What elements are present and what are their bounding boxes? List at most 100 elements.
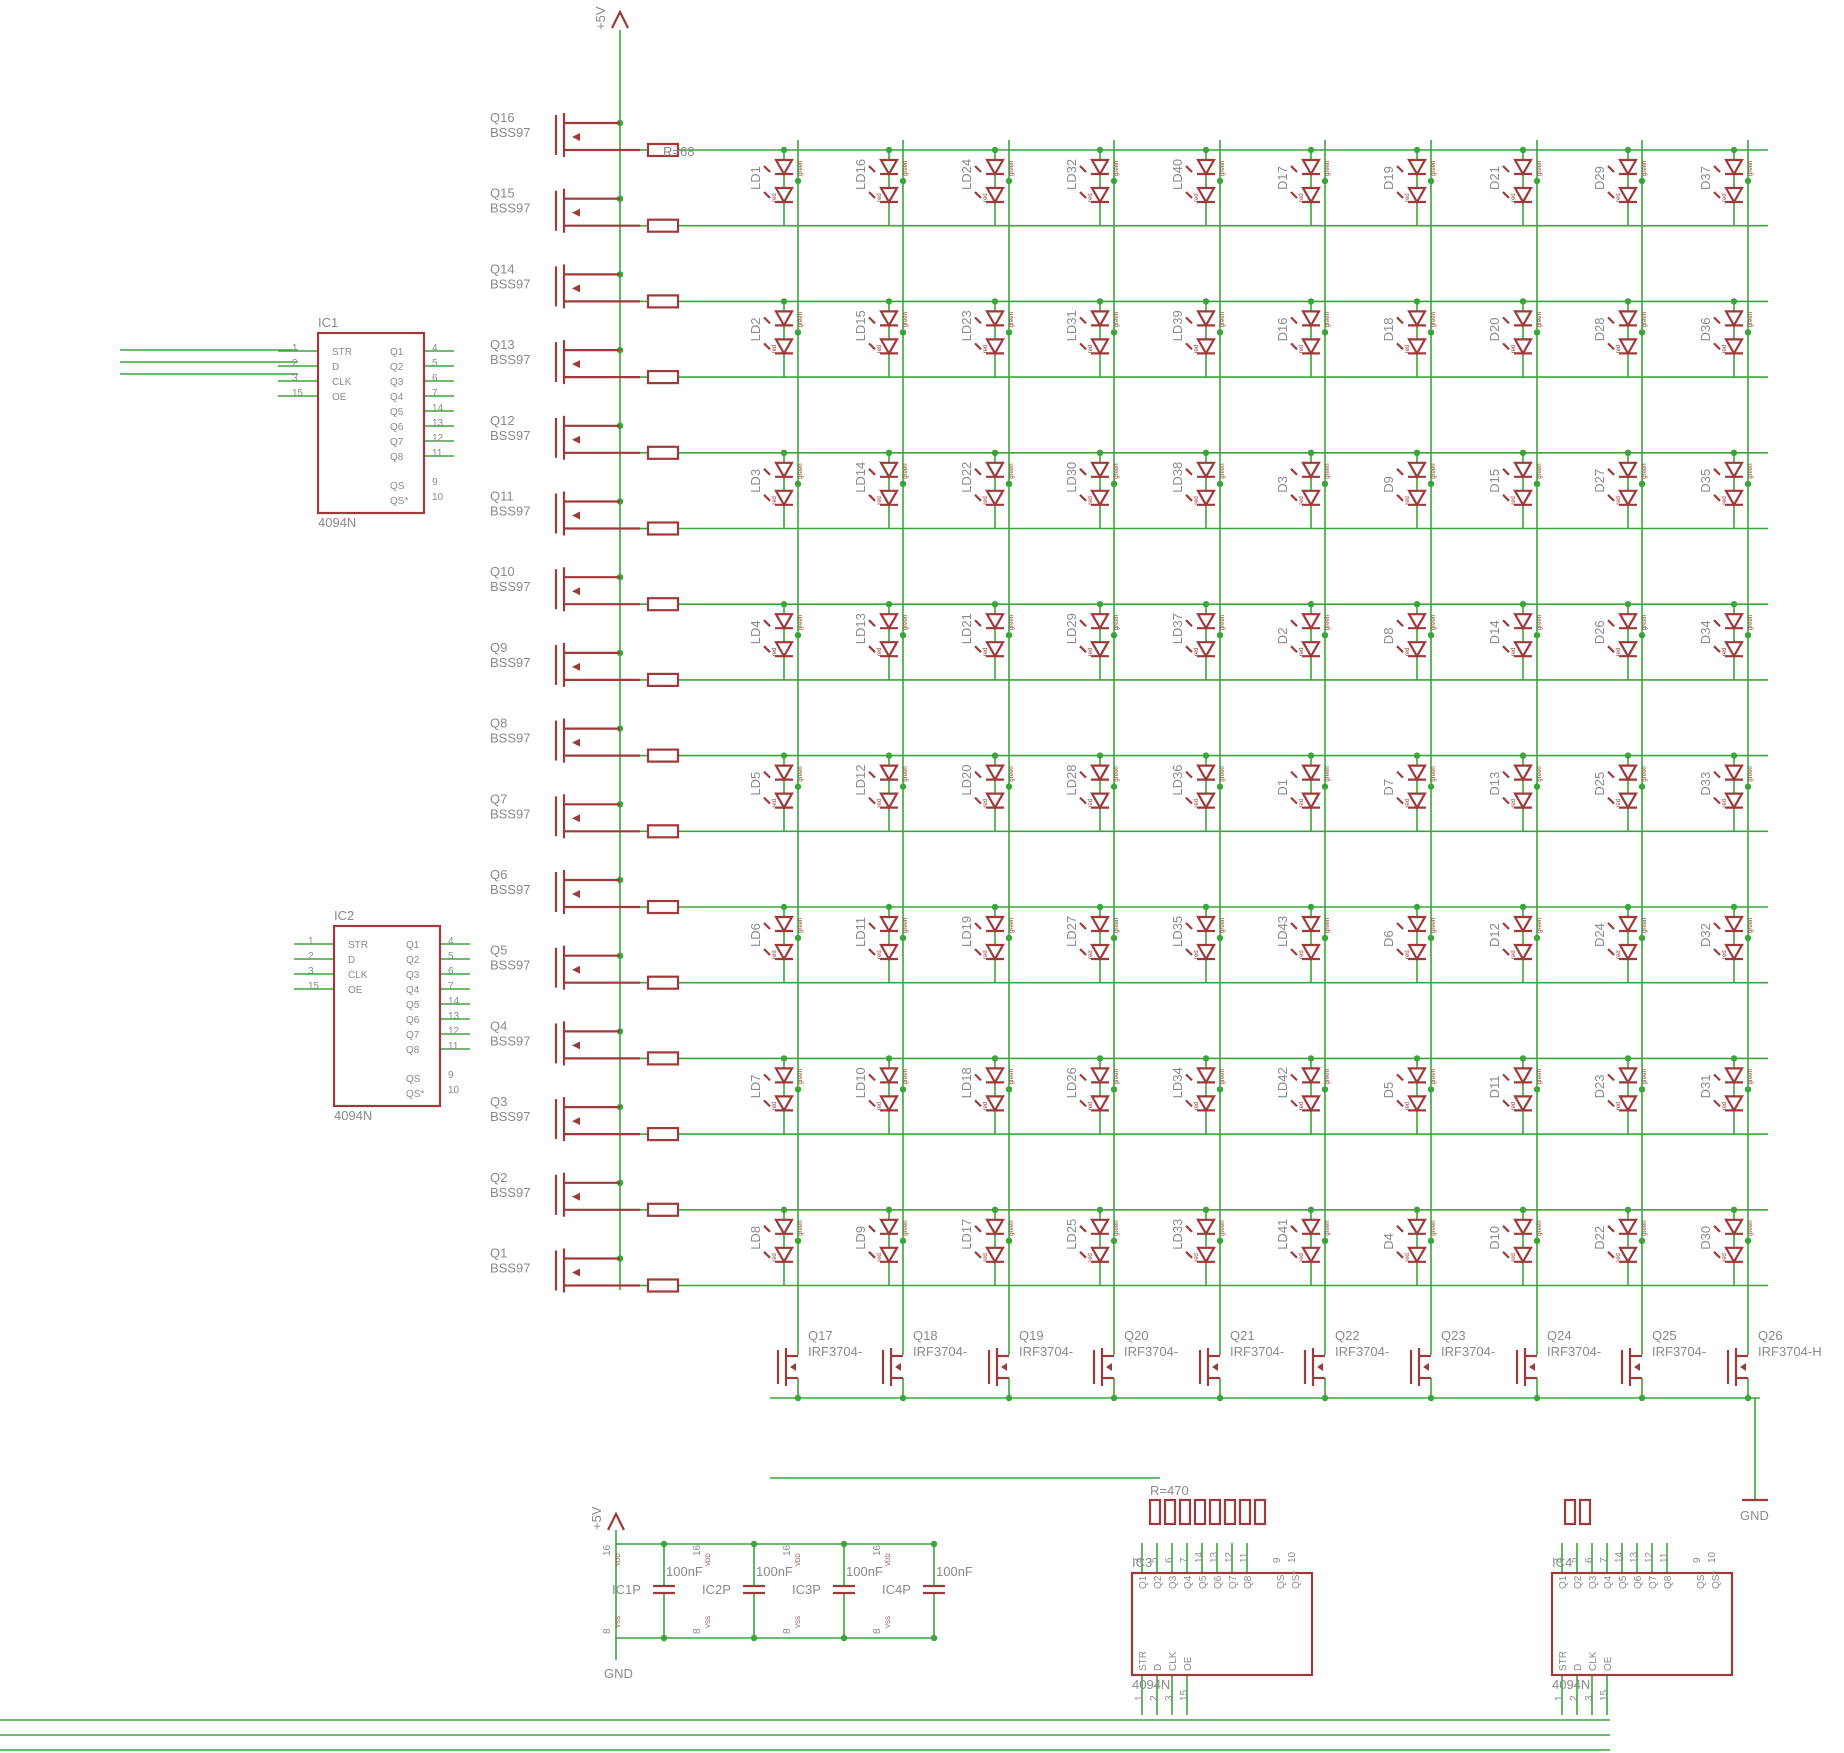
row-transistor-name: Q4	[490, 1018, 507, 1033]
ic-serial-label: QS	[1276, 1574, 1287, 1589]
row-transistor-q8	[554, 718, 640, 763]
row-transistor-name: Q13	[490, 337, 515, 352]
junction-dot	[885, 601, 893, 608]
led-designator: LD24	[959, 159, 974, 190]
led-color-red: red	[1616, 345, 1622, 354]
row-resistor	[646, 294, 680, 309]
junction-dot	[1096, 1206, 1104, 1214]
row-transistor-part: BSS97	[490, 1109, 530, 1124]
led-color-green: green	[903, 615, 909, 630]
bicolor-led	[763, 310, 794, 356]
bicolor-led	[1290, 461, 1321, 508]
column-transistor-name: Q18	[913, 1328, 938, 1343]
led-designator: D1	[1275, 779, 1290, 796]
led-designator: D11	[1487, 1076, 1502, 1099]
capacitor-value: 100nF	[846, 1564, 883, 1579]
led-designator: D6	[1381, 930, 1396, 947]
row-transistor-part: BSS97	[490, 276, 530, 291]
column-transistor-q23	[1409, 1348, 1431, 1386]
led-color-green: green	[1431, 918, 1437, 933]
bicolor-led	[1079, 1218, 1110, 1265]
bicolor-led	[1713, 764, 1744, 810]
bicolor-led	[1713, 310, 1744, 356]
led-color-red: red	[1088, 799, 1094, 808]
ic-input-label: STR	[348, 940, 368, 951]
ic-input-pin: 3	[308, 966, 314, 977]
ic-output-pin: 4	[432, 343, 438, 354]
ic-serial-label: QS*	[1291, 1571, 1302, 1589]
led-color-red: red	[1511, 193, 1517, 202]
led-designator: LD37	[1170, 613, 1185, 644]
column-transistor-q24	[1515, 1348, 1537, 1386]
row-transistor-q4	[554, 1021, 640, 1066]
junction-dot	[1413, 1206, 1421, 1214]
ic-output-pin: 12	[432, 433, 444, 444]
junction-dot	[780, 903, 788, 911]
junction-dot	[1202, 752, 1210, 759]
ic-output-pin: 11	[432, 448, 443, 459]
bicolor-led	[868, 310, 899, 356]
junction-dot	[780, 146, 788, 154]
bicolor-led	[1079, 764, 1110, 810]
bicolor-led	[763, 915, 794, 962]
led-color-red: red	[983, 799, 989, 808]
led-color-red: red	[1299, 799, 1305, 808]
ic-input-label: D	[1153, 1664, 1164, 1671]
led-color-red: red	[1616, 496, 1622, 505]
led-color-red: red	[1405, 193, 1411, 202]
ic-serial-pin: 9	[1692, 1557, 1703, 1563]
bicolor-led	[1713, 915, 1744, 962]
row-transistor-name: Q7	[490, 791, 507, 806]
led-designator: D7	[1381, 779, 1396, 796]
led-color-green: green	[1325, 615, 1331, 630]
column-resistor	[1148, 1498, 1162, 1526]
junction-dot	[1202, 298, 1210, 305]
led-color-green: green	[1642, 1069, 1648, 1084]
junction-dot	[885, 1055, 893, 1062]
led-color-green: green	[1537, 1069, 1543, 1084]
row-transistor-q7	[554, 794, 640, 839]
column-transistor-q20	[1092, 1348, 1114, 1386]
junction-dot	[1202, 449, 1210, 456]
led-color-red: red	[877, 496, 883, 505]
junction-dot	[930, 1540, 938, 1548]
junction-dot	[991, 146, 999, 154]
bicolor-led	[974, 613, 1005, 659]
junction-dot	[780, 1206, 788, 1214]
led-color-green: green	[1009, 766, 1015, 781]
bicolor-led	[1713, 1067, 1744, 1113]
led-color-green: green	[1537, 463, 1543, 478]
led-color-red: red	[1299, 950, 1305, 959]
bicolor-led	[974, 1067, 1005, 1113]
junction-dot	[1096, 298, 1104, 305]
led-designator: LD36	[1170, 765, 1185, 796]
led-color-green: green	[1114, 1220, 1120, 1235]
bicolor-led	[1396, 764, 1427, 810]
row-transistor-name: Q1	[490, 1246, 507, 1261]
ic-serial-label: QS	[1696, 1574, 1707, 1589]
ic-input-label: CLK	[1168, 1651, 1179, 1671]
ic-output-label: Q6	[1213, 1575, 1224, 1589]
ic-name: IC3	[1132, 1555, 1152, 1570]
led-color-red: red	[1194, 345, 1200, 354]
junction-dot	[1519, 1055, 1527, 1062]
ic-serial-pin: 9	[448, 1070, 454, 1081]
led-designator: LD6	[748, 923, 763, 947]
led-color-green: green	[1748, 766, 1754, 781]
ic-output-pin: 14	[1194, 1551, 1205, 1563]
led-color-green: green	[903, 918, 909, 933]
ic-input-label: OE	[332, 392, 347, 403]
row-transistor-q9	[554, 642, 640, 687]
led-color-green: green	[903, 161, 909, 176]
row-resistor	[646, 1202, 680, 1217]
junction-dot	[885, 752, 893, 759]
ic-input-pin: 15	[308, 981, 320, 992]
ic-name: IC1	[318, 315, 338, 330]
bicolor-led	[1502, 613, 1533, 659]
junction-dot	[885, 903, 893, 911]
led-color-red: red	[983, 345, 989, 354]
ic-output-pin: 6	[1584, 1557, 1595, 1563]
decoupling-vdd-pin: 16	[692, 1544, 703, 1556]
led-color-red: red	[1616, 648, 1622, 657]
junction-dot	[1096, 601, 1104, 608]
